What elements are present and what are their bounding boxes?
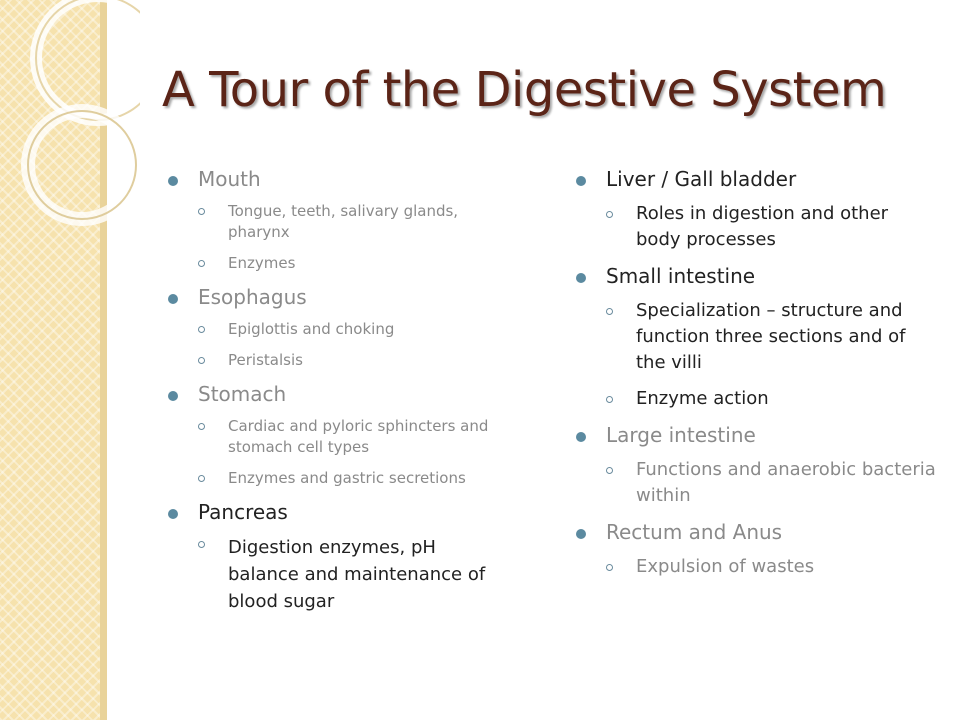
topic-rectum-anus: Rectum and Anus Expulsion of wastes <box>576 519 936 580</box>
topic-liver-gall-bladder: Liver / Gall bladder Roles in digestion … <box>576 166 936 253</box>
topic-mouth: Mouth Tongue, teeth, salivary glands, ph… <box>168 166 508 274</box>
subtopic: Specialization – structure and function … <box>606 298 936 376</box>
topic-label: Liver / Gall bladder <box>606 167 797 191</box>
subtopic: Expulsion of wastes <box>606 554 936 580</box>
subtopic: Enzyme action <box>606 386 936 412</box>
topic-label: Stomach <box>198 382 287 406</box>
subtopic: Digestion enzymes, pH balance and mainte… <box>198 534 508 615</box>
topic-label: Esophagus <box>198 285 307 309</box>
side-panel-edge <box>100 0 107 720</box>
subtopic: Functions and anaerobic bacteria within <box>606 457 936 509</box>
topic-label: Small intestine <box>606 264 756 288</box>
topic-pancreas: Pancreas Digestion enzymes, pH balance a… <box>168 499 508 615</box>
left-column: Mouth Tongue, teeth, salivary glands, ph… <box>168 166 508 625</box>
subtopic: Cardiac and pyloric sphincters and stoma… <box>198 416 508 458</box>
subtopic: Enzymes and gastric secretions <box>198 468 508 489</box>
topic-label: Large intestine <box>606 423 756 447</box>
subtopic: Roles in digestion and other body proces… <box>606 201 936 253</box>
subtopic: Epiglottis and choking <box>198 319 508 340</box>
topic-label: Mouth <box>198 167 261 191</box>
slide-title: A Tour of the Digestive System <box>162 62 887 118</box>
subtopic: Tongue, teeth, salivary glands, pharynx <box>198 201 508 243</box>
topic-large-intestine: Large intestine Functions and anaerobic … <box>576 422 936 509</box>
topic-stomach: Stomach Cardiac and pyloric sphincters a… <box>168 381 508 489</box>
subtopic: Enzymes <box>198 253 508 274</box>
topic-label: Pancreas <box>198 500 288 524</box>
decorative-rings <box>21 0 140 226</box>
topic-small-intestine: Small intestine Specialization – structu… <box>576 263 936 412</box>
right-column: Liver / Gall bladder Roles in digestion … <box>576 166 936 590</box>
topic-label: Rectum and Anus <box>606 520 783 544</box>
topic-esophagus: Esophagus Epiglottis and choking Perista… <box>168 284 508 371</box>
subtopic: Peristalsis <box>198 350 508 371</box>
